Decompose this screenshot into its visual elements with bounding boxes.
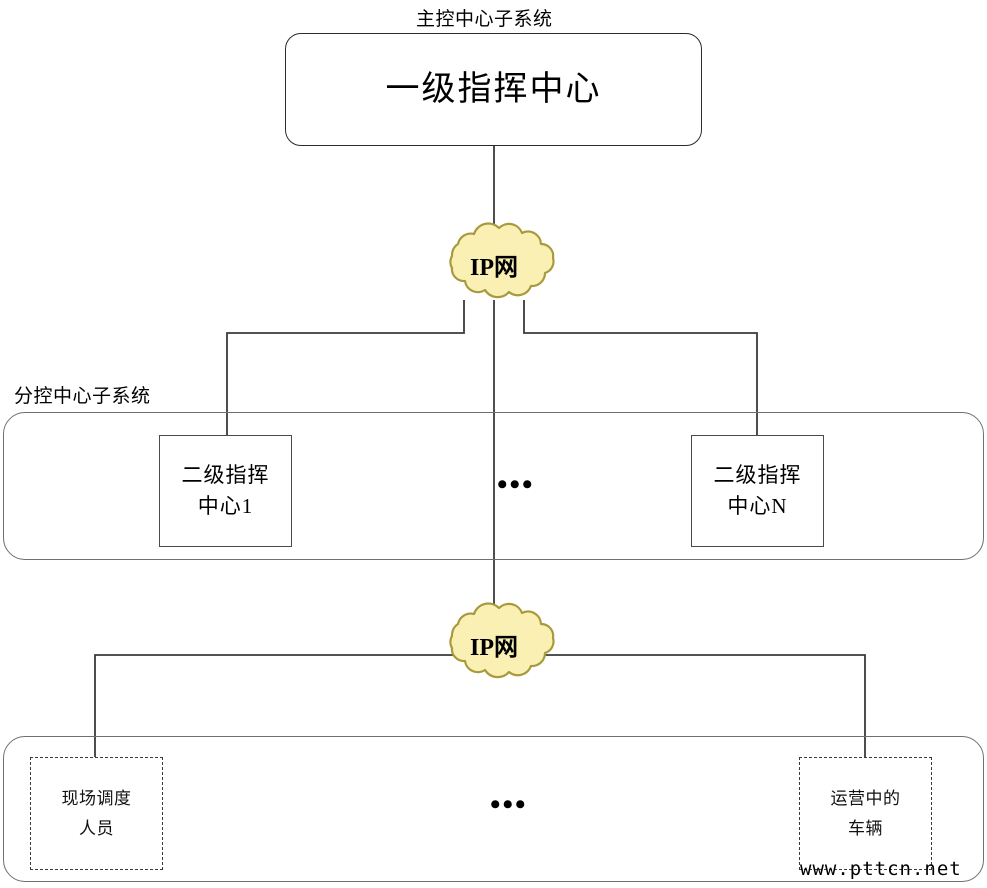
bottom-group-ellipsis: •••	[490, 788, 528, 821]
ip-network-cloud-lower[interactable]: IP网	[424, 602, 564, 690]
cloud-icon	[449, 222, 555, 299]
second-level-command-center-1-label: 二级指挥 中心1	[182, 460, 270, 523]
top-group-label: 主控中心子系统	[416, 9, 553, 30]
middle-group-label: 分控中心子系统	[14, 386, 151, 407]
watermark-text: www.pttcn.net	[800, 858, 962, 880]
ip-network-cloud-upper[interactable]: IP网	[424, 222, 564, 310]
node-line-2: 中心N	[727, 494, 788, 518]
field-dispatch-personnel-node[interactable]: 现场调度 人员	[30, 757, 163, 870]
primary-command-center-label: 一级指挥中心	[385, 70, 602, 108]
node-line-2: 车辆	[848, 818, 883, 838]
operating-vehicles-label: 运营中的 车辆	[831, 784, 901, 844]
node-line-1: 二级指挥	[181, 462, 270, 487]
node-line-1: 现场调度	[61, 788, 132, 808]
second-level-command-center-n[interactable]: 二级指挥 中心N	[691, 435, 824, 547]
node-line-2: 人员	[79, 818, 114, 838]
node-line-1: 运营中的	[830, 788, 901, 808]
primary-command-center-node[interactable]: 一级指挥中心	[285, 33, 702, 146]
second-level-command-center-1[interactable]: 二级指挥 中心1	[159, 435, 292, 547]
field-dispatch-personnel-label: 现场调度 人员	[62, 784, 132, 844]
node-line-2: 中心1	[197, 494, 254, 518]
operating-vehicles-node[interactable]: 运营中的 车辆	[799, 757, 932, 870]
branch-control-subsystem-container	[3, 412, 984, 560]
ip-network-cloud-lower-label: IP网	[470, 634, 518, 661]
middle-group-ellipsis: •••	[497, 468, 535, 501]
field-subsystem-container	[3, 736, 984, 882]
cloud-icon	[449, 602, 555, 679]
second-level-command-center-n-label: 二级指挥 中心N	[714, 460, 802, 523]
ip-network-cloud-upper-label: IP网	[470, 254, 518, 281]
node-line-1: 二级指挥	[713, 462, 802, 487]
